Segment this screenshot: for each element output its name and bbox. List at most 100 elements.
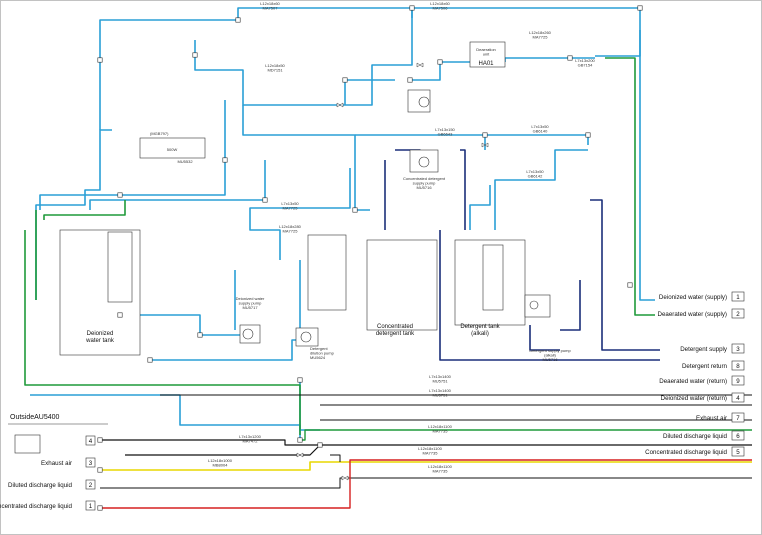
level-gauge	[482, 244, 504, 311]
fitting-icon	[117, 192, 123, 198]
valve-icon	[296, 452, 304, 458]
detergent-pipe	[590, 199, 603, 320]
pump-icon	[242, 328, 254, 340]
exhaust-module	[14, 434, 41, 454]
pipes-layer	[24, 7, 752, 509]
fitting-icon	[197, 332, 203, 338]
deionized-pipe	[639, 30, 655, 301]
fitting-icon	[409, 5, 415, 11]
destination-label: Detergent return	[682, 363, 728, 370]
destination-number-box	[731, 430, 745, 441]
destination-number: 7	[736, 415, 740, 422]
fitting-icon	[342, 77, 348, 83]
fitting-icon	[262, 197, 268, 203]
fitting-icon	[97, 467, 103, 473]
outside-number: 1	[89, 503, 93, 510]
fitting-icon	[407, 77, 413, 83]
destination-label: Deionized water (supply)	[659, 294, 727, 301]
fitting-icon	[97, 505, 103, 511]
outside-number: 2	[89, 482, 93, 489]
destination-number: 4	[736, 395, 740, 402]
deionized-pipe	[262, 168, 351, 209]
destination-label: Deaerated water (supply)	[658, 311, 727, 318]
detergent-supply-pump-label: Detergent supply pump(alkali)MU5716	[529, 348, 571, 362]
destination-label: Diluted discharge liquid	[663, 433, 728, 440]
deionized-pipe	[299, 380, 320, 431]
deionized-pipe	[345, 134, 370, 211]
detergent-pipe	[529, 325, 560, 351]
outside-number-box	[85, 457, 96, 468]
destination-number: 6	[736, 433, 740, 440]
pump-icon	[418, 156, 430, 168]
deionized-pipe	[99, 7, 413, 130]
destination-label: Detergent supply	[680, 346, 728, 353]
deionized-pipe	[411, 7, 641, 57]
fitting-icon	[297, 437, 303, 443]
outside-number-box	[85, 435, 96, 446]
outside-title: OutsideAU5400	[10, 414, 60, 421]
heater-tag-label: MU5532	[177, 159, 193, 164]
destination-number-box	[731, 412, 745, 423]
destination-number: 8	[736, 363, 740, 370]
diluted-pipe	[100, 461, 752, 471]
destination-number-box	[731, 375, 745, 386]
deionized-pipe	[39, 100, 226, 210]
destination-number: 1	[736, 294, 740, 301]
valve-manifold	[307, 234, 347, 311]
fitting-icon	[567, 55, 573, 61]
outside-number: 4	[89, 438, 93, 445]
exhaust-pipe	[330, 454, 341, 462]
deionized-pipe	[150, 339, 300, 361]
deionized-pipe	[249, 207, 281, 260]
detergent-pipe	[601, 320, 660, 351]
fitting-icon	[235, 17, 241, 23]
concentrated-pipe	[100, 459, 752, 509]
deaerated-pipe	[300, 429, 752, 441]
deionized-pipe	[355, 134, 589, 145]
fitting-icon	[222, 157, 228, 163]
heater-unit	[139, 137, 206, 159]
deionized-pipe	[130, 314, 250, 336]
fitting-icon	[637, 5, 643, 11]
valve-icon	[416, 62, 424, 68]
deionized-pipe	[494, 179, 510, 230]
destination-number: 2	[736, 311, 740, 318]
heater-code-label: (MGB797)	[150, 131, 169, 136]
destination-number-box	[731, 308, 745, 319]
fitting-icon	[97, 437, 103, 443]
deionized-pipe	[89, 160, 266, 210]
fitting-icon	[437, 59, 443, 65]
outside-number-box	[85, 500, 96, 511]
deaerated-pipe	[43, 200, 126, 220]
destination-number: 3	[736, 346, 740, 353]
outside-label: Concentrated discharge liquid	[0, 503, 73, 510]
destination-number-box	[731, 291, 745, 302]
fitting-icon	[585, 132, 591, 138]
valve-icon	[481, 142, 489, 148]
destination-number: 9	[736, 378, 740, 385]
deaeration-code-label: HA01	[478, 61, 494, 67]
fitting-icon	[147, 357, 153, 363]
valve-icon	[341, 475, 349, 481]
destination-label: Exhaust air	[696, 415, 727, 422]
deionized-pipe	[410, 61, 470, 81]
deionized-pipe	[194, 18, 413, 106]
pump-icon	[300, 331, 312, 343]
detergent-tank-label: Detergent tank(alkali)	[460, 324, 500, 337]
valve-icon	[336, 102, 344, 108]
level-gauge	[107, 231, 133, 303]
